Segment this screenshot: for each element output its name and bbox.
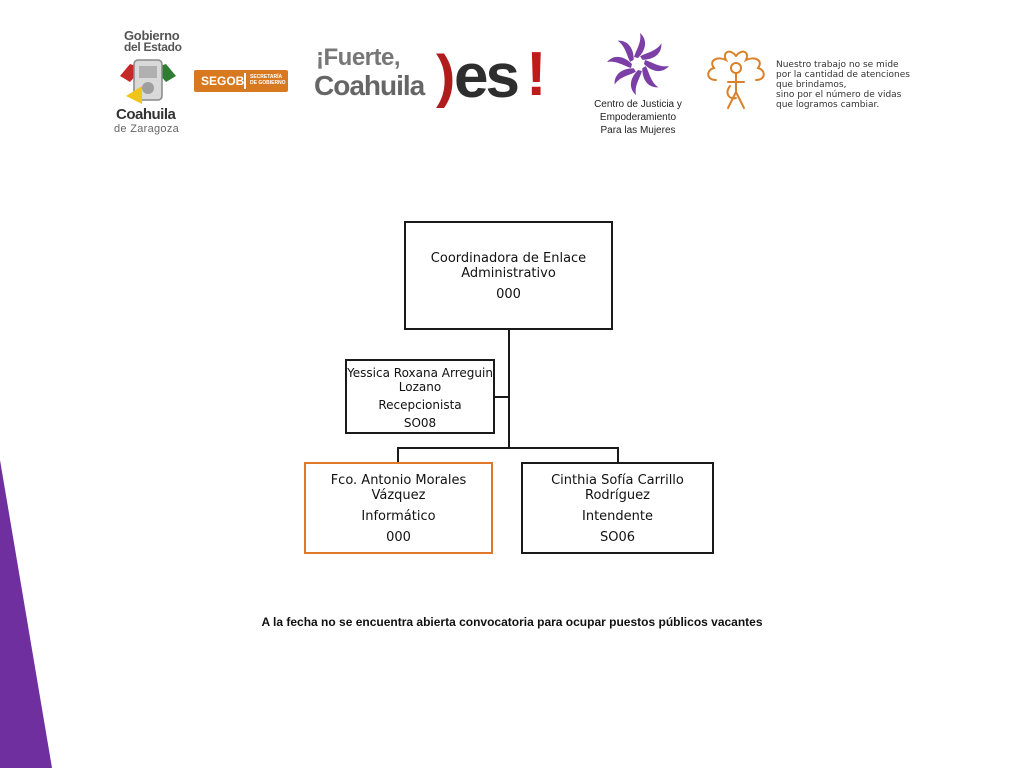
vacancy-note: A la fecha no se encuentra abierta convo… <box>261 615 763 629</box>
fuerte-logo-word: es <box>454 42 520 111</box>
connector-horizontal-branch <box>397 447 619 449</box>
segob-divider <box>244 73 246 89</box>
purple-corner-band <box>0 460 52 768</box>
flower-petal <box>644 60 669 71</box>
flower-petal <box>607 57 632 68</box>
janitor-name: Cinthia Sofía Carrillo Rodríguez <box>551 473 684 503</box>
centro-logo-line2: Empoderamiento <box>599 112 677 123</box>
org-node-coordinator: Coordinadora de Enlace Administrativo 00… <box>404 221 613 330</box>
flower-petal <box>614 68 636 85</box>
gobierno-logo-line1: Gobierno <box>124 28 180 43</box>
janitor-code: SO06 <box>599 530 636 545</box>
it-role: Informático <box>361 509 436 524</box>
centro-logo-line3: Para las Mujeres <box>600 125 676 136</box>
gobierno-logo-line2: del Estado <box>124 40 182 54</box>
gobierno-logo-state: Coahuila <box>116 106 176 123</box>
receptionist-name: Yessica Roxana Arreguin Lozano <box>347 366 493 394</box>
purple-star-flower-icon <box>607 33 669 95</box>
fuerte-logo-bang: ! <box>526 40 547 109</box>
flower-petal <box>630 70 642 95</box>
receptionist-role: Recepcionista <box>378 398 462 412</box>
janitor-role: Intendente <box>582 509 653 524</box>
coat-of-arms-icon <box>120 59 176 104</box>
connector-to-janitor <box>617 447 619 463</box>
gobierno-coahuila-logo: Gobierno del Estado Coahuila de Zaragoza… <box>104 26 288 138</box>
flower-petal <box>640 43 662 60</box>
fuerte-logo-line2: Coahuila <box>314 70 425 101</box>
flower-petal <box>617 40 634 62</box>
lema-logo: Nuestro trabajo no se mide por la cantid… <box>700 42 930 114</box>
coordinator-title: Coordinadora de Enlace Administrativo <box>430 251 587 281</box>
segob-label: SEGOB <box>201 74 245 88</box>
segob-badge: SEGOB SECRETARÍA DE GOBIERNO <box>194 70 288 92</box>
centro-justicia-logo: Centro de Justicia y Empoderamiento Para… <box>588 32 688 136</box>
org-node-janitor: Cinthia Sofía Carrillo Rodríguez Intende… <box>521 462 714 554</box>
fuerte-logo-line1: ¡Fuerte, <box>316 44 401 71</box>
flower-petal <box>634 33 646 58</box>
connector-vertical-main <box>508 330 510 448</box>
fuerte-coahuila-logo: ¡Fuerte, Coahuila ) es ! <box>314 44 554 120</box>
receptionist-code: SO08 <box>403 416 437 430</box>
coordinator-code: 000 <box>496 287 521 302</box>
fuerte-logo-paren: ) <box>436 44 456 109</box>
org-node-it: Fco. Antonio Morales Vázquez Informático… <box>304 462 493 554</box>
connector-to-it <box>397 447 399 463</box>
connector-receptionist <box>495 396 509 398</box>
segob-sub-label: SECRETARÍA DE GOBIERNO <box>250 74 286 86</box>
flower-petal <box>642 66 659 88</box>
it-code: 000 <box>386 530 411 545</box>
lema-text: Nuestro trabajo no se mide por la cantid… <box>776 60 910 110</box>
org-node-receptionist: Yessica Roxana Arreguin Lozano Recepcion… <box>345 359 495 434</box>
it-name: Fco. Antonio Morales Vázquez <box>330 473 467 503</box>
centro-logo-line1: Centro de Justicia y <box>594 99 682 110</box>
woman-figure-icon <box>707 50 765 109</box>
gobierno-logo-state-sub: de Zaragoza <box>114 123 180 135</box>
